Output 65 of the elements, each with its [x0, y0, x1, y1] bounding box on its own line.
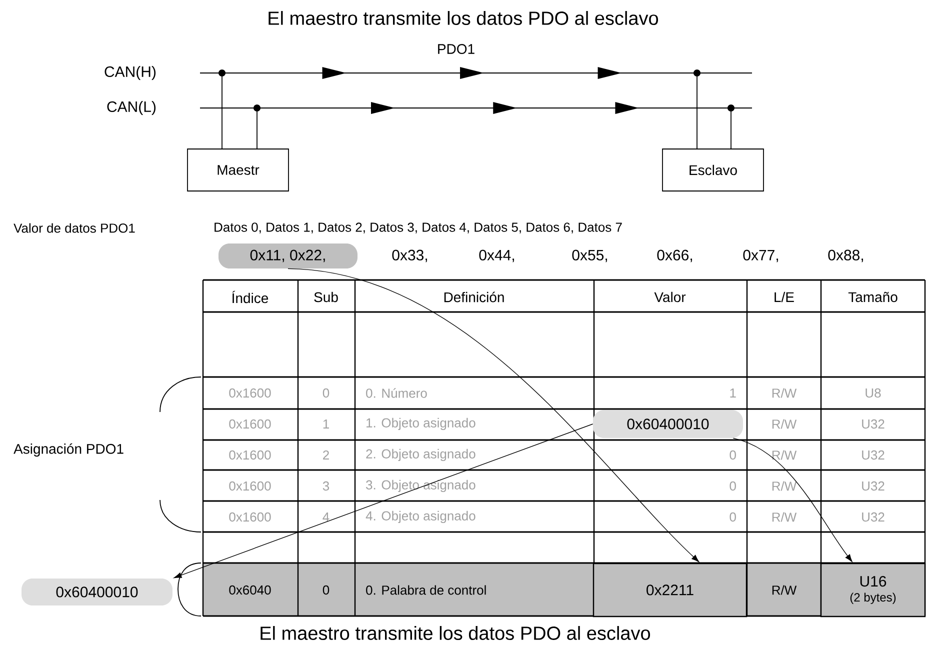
- table-cell: U8: [866, 388, 881, 398]
- row-label: Valor de datos PDO1: [14, 223, 135, 233]
- table-cell: 0: [730, 512, 736, 522]
- table-cell: U32: [862, 481, 884, 491]
- data-value: 0x55,: [572, 250, 607, 262]
- table-cell: 0: [322, 388, 330, 398]
- table-cell: 1: [730, 388, 736, 398]
- table-cell: 1. Objeto asignado: [366, 418, 476, 430]
- table-cell: 3: [322, 481, 330, 491]
- table-cell: 0: [730, 450, 736, 460]
- table-header: Sub: [314, 292, 338, 302]
- value-highlight: 0x11, 0x22,: [218, 244, 358, 268]
- device-box: Maestr: [187, 148, 289, 192]
- data-value: 0x77,: [743, 250, 778, 262]
- title: El maestro transmite los datos PDO al esclavo: [268, 11, 658, 25]
- value-highlight: 0x60400010: [593, 410, 743, 438]
- table-cell: 0x6040: [229, 585, 271, 595]
- table-cell: 0: [322, 585, 330, 595]
- table-cell: 3. Objeto asignado: [366, 480, 476, 492]
- table-cell: R/W: [772, 481, 797, 491]
- table-cell: R/W: [772, 388, 797, 398]
- bus-line: [256, 102, 732, 149]
- table-cell: 0x1600: [229, 388, 271, 398]
- table-cell: R/W: [772, 419, 797, 429]
- bus-line: [222, 67, 698, 149]
- table-header: L/E: [774, 292, 794, 302]
- table-header: Tamaño: [848, 292, 898, 302]
- data-value: 0x44,: [479, 250, 514, 262]
- table-cell: 0. Número: [366, 388, 427, 398]
- arrow: [288, 268, 700, 562]
- data-names: Datos 0, Datos 1, Datos 2, Datos 3, Datos 4, Datos 5, Datos 6, Datos 7: [214, 222, 622, 234]
- signal-name: CAN(H): [104, 66, 156, 80]
- caption: El maestro transmite los datos PDO al esclavo: [260, 626, 650, 640]
- data-value: 0x88,: [828, 250, 863, 262]
- table-cell: 2: [323, 450, 329, 460]
- table-cell: 4. Objeto asignado: [366, 510, 476, 524]
- table-cell: 0x1600: [229, 450, 271, 460]
- table-cell: 4: [322, 512, 330, 522]
- device-box: Esclavo: [662, 148, 764, 192]
- table-cell: U16 (2 bytes): [820, 562, 926, 618]
- data-value: 0x33,: [392, 250, 427, 262]
- table-cell: 0x1600: [229, 481, 271, 491]
- group-label: Asignación PDO1: [14, 443, 124, 457]
- table-header: Definición: [444, 292, 504, 302]
- table-cell: 0x1600: [229, 419, 271, 429]
- table-cell: 0x2211: [592, 562, 748, 618]
- table-cell: U32: [862, 450, 884, 460]
- table-cell: 0x1600: [229, 512, 271, 522]
- table-cell: R/W: [772, 450, 797, 460]
- signal-name: CAN(L): [107, 101, 156, 115]
- table-cell: R/W: [772, 585, 797, 595]
- table-cell: U32: [862, 419, 884, 429]
- table-cell: 1: [323, 420, 329, 428]
- table-cell: 2. Objeto asignado: [366, 448, 476, 462]
- value-highlight: 0x60400010: [22, 578, 172, 606]
- arrow: [732, 438, 852, 562]
- table-header: Valor: [654, 292, 686, 302]
- bus-label: PDO1: [438, 44, 474, 54]
- data-value: 0x66,: [657, 250, 692, 262]
- arrow: [174, 424, 594, 578]
- table-cell: R/W: [772, 512, 797, 522]
- table-cell: 0: [730, 481, 736, 491]
- table-header: Índice: [232, 290, 268, 304]
- table-cell: U32: [862, 512, 884, 522]
- table-cell: 0. Palabra de control: [366, 585, 486, 595]
